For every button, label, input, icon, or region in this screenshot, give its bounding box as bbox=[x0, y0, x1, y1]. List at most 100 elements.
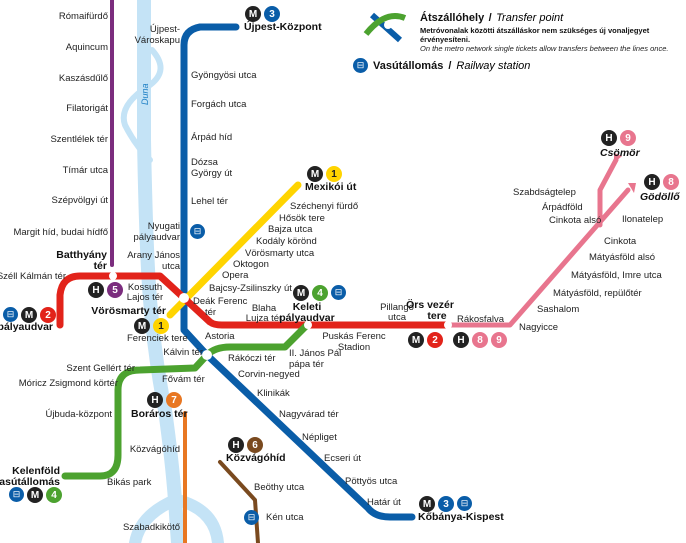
station[interactable]: Szabadkikötő bbox=[122, 522, 180, 533]
line-h6 bbox=[218, 460, 260, 543]
station[interactable]: Kaszásdűlő bbox=[58, 73, 108, 84]
station[interactable]: Ferenciek tere bbox=[127, 333, 188, 344]
station[interactable]: Cinkota bbox=[604, 236, 637, 247]
station[interactable]: Blaha bbox=[251, 303, 277, 314]
legend-transfer-title-en: Transfer point bbox=[496, 12, 564, 24]
station[interactable]: Sashalom bbox=[537, 304, 580, 315]
station-bold[interactable]: vasútállomás bbox=[0, 476, 60, 488]
station[interactable]: Hősök tere bbox=[279, 213, 325, 224]
station[interactable]: Deák Ferenc bbox=[193, 296, 248, 307]
station[interactable]: Népliget bbox=[302, 432, 337, 443]
station[interactable]: Stadion bbox=[337, 342, 371, 353]
line-m1 bbox=[166, 181, 302, 319]
station-bold[interactable]: tér bbox=[93, 260, 107, 272]
station[interactable]: Ecseri út bbox=[324, 453, 361, 464]
station[interactable]: Nagyicce bbox=[519, 322, 559, 333]
station-bold[interactable]: Déli pályaudvar bbox=[0, 321, 53, 333]
station[interactable]: Rákosfalva bbox=[457, 314, 504, 325]
station[interactable]: Kossuth bbox=[127, 282, 163, 293]
station[interactable]: Szépvölgyi út bbox=[51, 195, 108, 206]
metro-icon: M bbox=[21, 307, 37, 323]
station[interactable]: Kálvin tér bbox=[163, 347, 203, 358]
station[interactable]: Kén utca bbox=[266, 512, 304, 523]
station[interactable]: Cinkota alsó bbox=[549, 215, 602, 226]
station[interactable]: Széchenyi fürdő bbox=[290, 201, 359, 212]
station[interactable]: Mátyásföld, Imre utca bbox=[571, 270, 662, 281]
station[interactable]: György út bbox=[191, 168, 233, 179]
station[interactable]: Aquincum bbox=[65, 42, 108, 53]
station[interactable]: Corvin-negyed bbox=[238, 369, 300, 380]
station[interactable]: Mátyásföld alsó bbox=[589, 252, 656, 263]
station[interactable]: Lujza tér bbox=[245, 313, 283, 324]
station-bold[interactable]: Kőbánya-Kispest bbox=[418, 511, 504, 523]
station[interactable]: Pöttyös utca bbox=[345, 476, 398, 487]
station[interactable]: Oktogon bbox=[233, 259, 269, 270]
railway-station-icon: ⊟ bbox=[190, 224, 205, 239]
station[interactable]: Lehel tér bbox=[191, 196, 228, 207]
station[interactable]: Pillangó bbox=[380, 302, 414, 313]
station[interactable]: Arany János bbox=[127, 250, 180, 261]
line-number: 4 bbox=[312, 285, 328, 301]
station[interactable]: utca bbox=[162, 261, 180, 272]
station-bold[interactable]: Kelenföld bbox=[12, 465, 60, 477]
station[interactable]: Vörösmarty utca bbox=[245, 248, 315, 259]
station[interactable]: pápa tér bbox=[289, 359, 324, 370]
station[interactable]: II. János Pál bbox=[289, 348, 342, 359]
station[interactable]: Bajza utca bbox=[268, 224, 313, 235]
station[interactable]: Városkapu bbox=[134, 35, 180, 46]
station[interactable]: Szent Gellért tér bbox=[66, 363, 135, 374]
station[interactable]: Opera bbox=[222, 270, 249, 281]
terminus[interactable]: Gödöllő bbox=[640, 191, 680, 203]
station-bold[interactable]: Közvágóhíd bbox=[226, 452, 286, 464]
station[interactable]: Újpest- bbox=[149, 24, 180, 35]
station[interactable]: Közvágóhíd bbox=[129, 444, 180, 455]
metro-icon: M bbox=[408, 332, 424, 348]
station[interactable]: Rómaifürdő bbox=[58, 11, 108, 22]
station[interactable]: Széll Kálmán tér bbox=[0, 271, 66, 282]
station[interactable]: Beöthy utca bbox=[254, 482, 305, 493]
station[interactable]: Puskás Ferenc bbox=[322, 331, 386, 342]
station[interactable]: Határ út bbox=[367, 497, 401, 508]
station[interactable]: Árpád híd bbox=[191, 132, 233, 143]
station[interactable]: tér bbox=[205, 307, 217, 318]
station-bold[interactable]: tere bbox=[427, 310, 447, 322]
station[interactable]: Astoria bbox=[205, 331, 235, 342]
station-bold[interactable]: Újpest-Központ bbox=[244, 21, 322, 33]
station-bold[interactable]: Mexikói út bbox=[305, 181, 357, 193]
station[interactable]: Árpádföld bbox=[542, 202, 583, 213]
legend-rail-title-en: Railway station bbox=[456, 59, 531, 72]
station-bold[interactable]: Vörösmarty tér bbox=[91, 305, 166, 317]
station[interactable]: Újbuda-központ bbox=[45, 409, 112, 420]
station[interactable]: Margit híd, budai hídfő bbox=[13, 227, 108, 238]
station[interactable]: Tímár utca bbox=[62, 165, 108, 176]
station-bold[interactable]: Batthyány bbox=[56, 249, 107, 261]
station[interactable]: Dózsa bbox=[191, 157, 218, 168]
station[interactable]: Szabdságtelep bbox=[513, 187, 576, 198]
station-bold[interactable]: pályaudvar bbox=[279, 312, 335, 324]
station[interactable]: utca bbox=[388, 312, 406, 323]
station-bold[interactable]: Örs vezér bbox=[406, 299, 454, 311]
station[interactable]: Szentlélek tér bbox=[50, 134, 108, 145]
station[interactable]: Rákóczi tér bbox=[228, 353, 276, 364]
station[interactable]: Bajcsy-Zsilinszky út bbox=[209, 283, 292, 294]
station[interactable]: Filatorigát bbox=[66, 103, 108, 114]
station[interactable]: Mátyásföld, repülőtér bbox=[553, 288, 642, 299]
station[interactable]: Bikás park bbox=[107, 477, 152, 488]
line-number: 2 bbox=[427, 332, 443, 348]
hev-icon: H bbox=[147, 392, 163, 408]
station[interactable]: Nagyvárad tér bbox=[279, 409, 339, 420]
station[interactable]: Fővám tér bbox=[162, 374, 205, 385]
station[interactable]: Ilonatelep bbox=[622, 214, 664, 225]
station-bold[interactable]: Keleti bbox=[292, 301, 322, 313]
station-bold[interactable]: Boráros tér bbox=[131, 408, 188, 420]
station[interactable]: Klinikák bbox=[257, 388, 290, 399]
station[interactable]: pályaudvar bbox=[133, 232, 180, 243]
terminus[interactable]: Csömör bbox=[600, 147, 640, 159]
station[interactable]: Forgách utca bbox=[191, 99, 247, 110]
station[interactable]: Kodály körönd bbox=[256, 236, 317, 247]
station[interactable]: Nyugati bbox=[147, 221, 180, 232]
station[interactable]: Gyöngyösi utca bbox=[191, 70, 257, 81]
station[interactable]: Móricz Zsigmond körtér bbox=[18, 378, 118, 389]
station[interactable]: Lajos tér bbox=[126, 292, 164, 303]
